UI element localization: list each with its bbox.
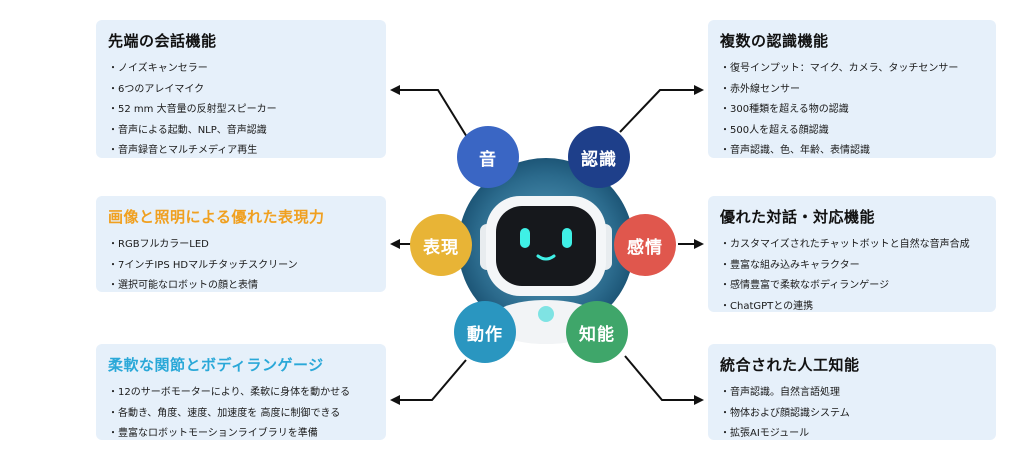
box-body: 柔軟な関節とボディランゲージ 12のサーボモーターにより、柔軟に身体を動かせる … [96,344,386,440]
list-item: 感情豊富で柔軟なボディランゲージ [720,276,984,297]
box-ai-title: 統合された人工知能 [720,356,860,374]
box-dialogue-title: 優れた対話・対応機能 [720,208,876,226]
box-body-title: 柔軟な関節とボディランゲージ [108,356,324,374]
box-ai: 統合された人工知能 音声認識。自然言語処理 物体および顔認識システム 拡張AIモ… [708,344,996,440]
robot-face-screen [496,206,596,286]
list-item: カスタマイズされたチャットボットと自然な音声合成 [720,235,984,256]
arrow-motion [390,359,467,405]
bubble-intelligence: 知能 [566,301,628,363]
list-item: 300種類を超える物の認識 [720,100,984,121]
arrow-sound [390,85,471,143]
list-item: 拡張AIモジュール [720,424,984,445]
list-item: 500人を超える顔認識 [720,121,984,142]
list-item: 各動き、角度、速度、加速度を 高度に制御できる [108,404,374,425]
list-item: 音声による起動、NLP、音声認識 [108,121,374,142]
list-item: RGBフルカラーLED [108,235,374,256]
box-dialogue: 優れた対話・対応機能 カスタマイズされたチャットボットと自然な音声合成 豊富な組… [708,196,996,312]
robot-eye-right [562,228,572,248]
box-recognition-title: 複数の認識機能 [720,32,829,50]
list-item: 選択可能なロボットの顔と表情 [108,276,374,297]
bubble-motion: 動作 [454,301,516,363]
list-item: 52 mm 大音量の反射型スピーカー [108,100,374,121]
bubble-emotion: 感情 [614,214,676,276]
box-recognition: 複数の認識機能 復号インプット：マイク、カメラ、タッチセンサー 赤外線センサー … [708,20,996,158]
list-item: ノイズキャンセラー [108,59,374,80]
list-item: 赤外線センサー [720,80,984,101]
robot-illustration [458,158,634,344]
box-expression: 画像と照明による優れた表現力 RGBフルカラーLED 7インチIPS HDマルチ… [96,196,386,292]
list-item: 音声録音とマルチメディア再生 [108,141,374,162]
bubble-recognition: 認識 [568,126,630,188]
list-item: 12のサーボモーターにより、柔軟に身体を動かせる [108,383,374,404]
list-item: 6つのアレイマイク [108,80,374,101]
bubble-sound: 音 [457,126,519,188]
list-item: 豊富な組み込みキャラクター [720,256,984,277]
box-conversation: 先端の会話機能 ノイズキャンセラー 6つのアレイマイク 52 mm 大音量の反射… [96,20,386,158]
arrow-intelligence [624,355,704,405]
robot-eye-left [520,228,530,248]
list-item: 物体および顔認識システム [720,404,984,425]
box-conversation-title: 先端の会話機能 [108,32,217,50]
list-item: 音声認識。自然言語処理 [720,383,984,404]
list-item: ChatGPTとの連携 [720,297,984,318]
robot-chest-light [538,306,554,322]
bubble-expression: 表現 [410,214,472,276]
list-item: 復号インプット：マイク、カメラ、タッチセンサー [720,59,984,80]
box-expression-title: 画像と照明による優れた表現力 [108,208,325,226]
list-item: 音声認識、色、年齢、表情認識 [720,141,984,162]
arrow-recognition [619,85,704,133]
robot-mouth [536,254,556,261]
list-item: 7インチIPS HDマルチタッチスクリーン [108,256,374,277]
list-item: 豊富なロボットモーションライブラリを準備 [108,424,374,445]
